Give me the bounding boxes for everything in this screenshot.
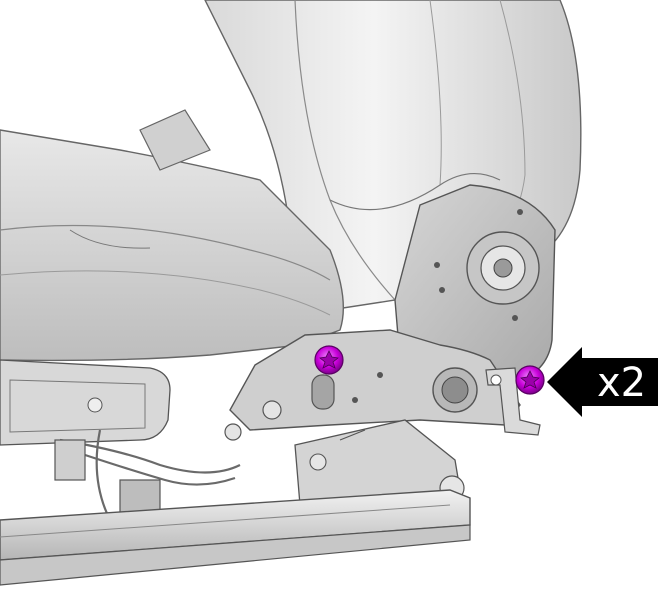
side-bracket	[224, 329, 521, 441]
wiring-harness	[59, 429, 241, 521]
callout-arrow: x2	[547, 347, 658, 417]
callout-label: x2	[597, 360, 646, 406]
torx-bolt-icon	[314, 345, 344, 375]
left-frame	[0, 359, 171, 446]
height-linkage	[294, 419, 465, 506]
connector	[54, 439, 86, 481]
seat-rail	[0, 489, 471, 586]
seat-cushion	[0, 129, 344, 362]
torx-bolt-icon	[515, 365, 545, 395]
cushion-tab	[139, 109, 211, 171]
